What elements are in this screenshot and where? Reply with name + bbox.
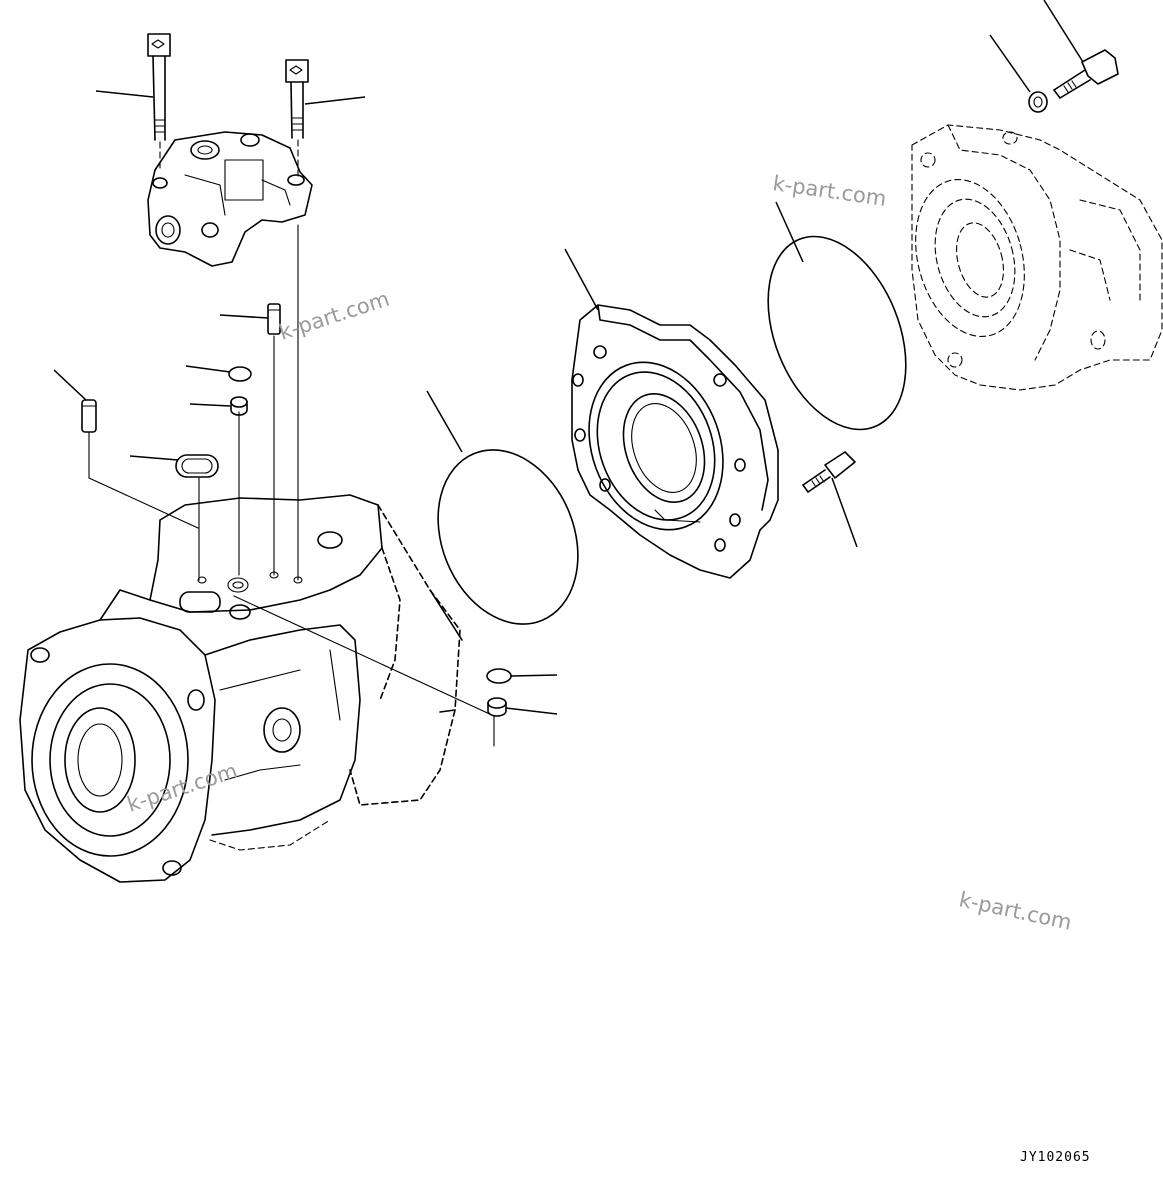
leader-plug-small <box>189 403 231 407</box>
cap-screw-left <box>147 33 171 173</box>
leader-cap-screw-left <box>95 90 154 98</box>
adapter-plate <box>571 304 779 579</box>
leader-adapter-plate <box>564 248 599 311</box>
pump-housing <box>19 494 463 883</box>
leader-o-ring-oval <box>129 455 179 461</box>
leader-dowel-pin-left <box>53 369 87 401</box>
cap-screw-right <box>285 59 309 181</box>
leader-o-ring-large-2 <box>775 201 804 263</box>
pin-upper <box>267 303 281 335</box>
watermark-4: k-part.com <box>957 887 1074 934</box>
leader-washer <box>989 34 1031 93</box>
pump-section-right <box>911 124 1163 391</box>
leader-o-ring-small-2 <box>510 674 558 677</box>
leader-plug-small-2 <box>505 707 558 715</box>
o-ring-oval <box>175 454 219 478</box>
leader-pin-upper <box>219 314 269 319</box>
leader-flange-bolt <box>831 477 858 548</box>
plug-small-2 <box>487 697 507 717</box>
watermark-3: k-part.com <box>124 759 240 817</box>
o-ring-large-2 <box>767 235 907 431</box>
leader-cap-screw-right <box>304 96 366 105</box>
alignment-lines-left <box>88 224 495 747</box>
o-ring-large-1 <box>437 449 579 625</box>
leader-o-ring-small-1 <box>185 365 231 373</box>
o-ring-small-1 <box>228 366 252 382</box>
hex-bolt-top <box>1053 49 1119 99</box>
leader-o-ring-large-1 <box>426 390 463 453</box>
flange-bolt <box>802 451 856 493</box>
drawing-code: JY102065 <box>1020 1150 1091 1165</box>
watermark-1: k-part.com <box>771 171 888 211</box>
o-ring-small-2 <box>486 668 512 684</box>
control-valve-block <box>147 131 313 267</box>
watermark-2: k-part.com <box>276 287 392 345</box>
dowel-pin-left <box>81 399 97 433</box>
washer <box>1028 91 1048 113</box>
leader-hex-bolt-top <box>1043 0 1084 63</box>
